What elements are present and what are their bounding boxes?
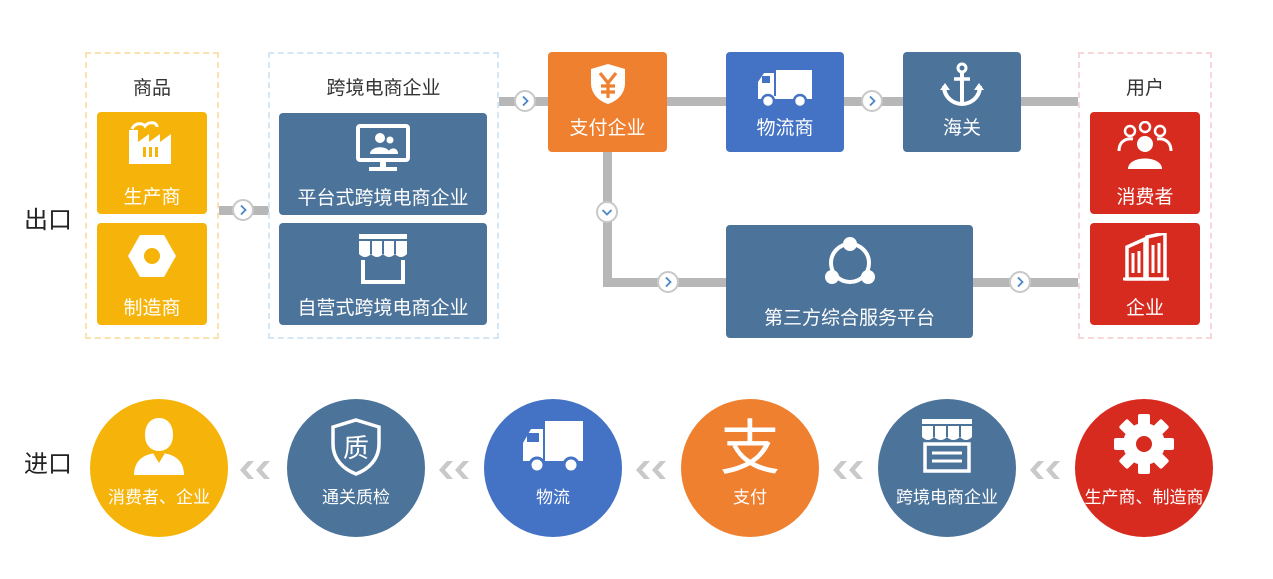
chevron-right-icon <box>869 95 876 107</box>
chevron-down-icon <box>601 209 613 216</box>
gear-icon <box>1114 414 1174 474</box>
import-row-label: 进口 <box>24 450 72 478</box>
logistics-box: 物流商 <box>726 52 844 152</box>
alipay-icon: 支 <box>720 414 780 477</box>
import-step-ecommerce: 跨境电商企业 <box>878 399 1016 537</box>
payment-label: 支付企业 <box>569 117 646 139</box>
import-step-consumer: 消费者、企业 <box>90 399 228 537</box>
import-step-label: 支付 <box>733 488 767 508</box>
ecommerce-group-title: 跨境电商企业 <box>326 77 441 99</box>
arrow-right-badge <box>1009 271 1031 293</box>
connector-customs-users <box>1021 97 1078 106</box>
double-chevron-left-icon <box>439 461 469 479</box>
double-chevron-left-icon <box>636 461 666 479</box>
customs-box: 海关 <box>903 52 1021 152</box>
person-icon <box>134 418 184 475</box>
enterprise-box: 企业 <box>1090 223 1200 325</box>
import-step-logistics: 物流 <box>484 399 622 537</box>
consumer-box: 消费者 <box>1090 112 1200 214</box>
quality-shield-icon: 质 <box>331 418 381 476</box>
network-icon <box>825 237 875 284</box>
users-group <box>1078 52 1212 339</box>
truck-icon <box>758 70 812 108</box>
import-step-label: 生产商、制造商 <box>1084 488 1204 508</box>
import-step-label: 跨境电商企业 <box>896 488 998 508</box>
service-platform-label: 第三方综合服务平台 <box>763 307 935 329</box>
export-row-label: 出口 <box>24 206 72 234</box>
goods-group <box>85 52 219 339</box>
arrow-right-badge <box>861 90 883 112</box>
import-step-label: 物流 <box>536 488 570 508</box>
producer-label: 生产商 <box>123 186 181 208</box>
chevron-right-icon <box>522 95 529 107</box>
self-operated-ecommerce-box: 自营式跨境电商企业 <box>279 223 487 325</box>
platform-ecommerce-label: 平台式跨境电商企业 <box>297 187 469 209</box>
factory-icon <box>129 121 171 164</box>
logistics-label: 物流商 <box>756 117 814 139</box>
double-chevron-left-icon <box>1030 461 1060 479</box>
yen-shield-icon <box>591 64 625 104</box>
arrow-right-badge <box>514 90 536 112</box>
customs-label: 海关 <box>942 117 981 139</box>
import-step-inspection: 质 通关质检 <box>287 399 425 537</box>
truck-icon <box>523 421 583 473</box>
monitor-icon <box>356 124 410 171</box>
svg-text:质: 质 <box>343 434 369 464</box>
building-icon <box>1123 233 1169 281</box>
anchor-icon <box>940 62 984 107</box>
platform-ecommerce-box: 平台式跨境电商企业 <box>279 113 487 215</box>
double-chevron-left-icon <box>240 461 270 479</box>
store-icon <box>359 234 407 284</box>
enterprise-label: 企业 <box>1125 297 1164 319</box>
import-step-label: 消费者、企业 <box>108 488 210 508</box>
producer-box: 生产商 <box>97 112 207 214</box>
nut-icon <box>128 235 176 277</box>
manufacturer-label: 制造商 <box>123 297 181 319</box>
chevron-right-icon <box>1017 276 1024 288</box>
double-chevron-left-icon <box>833 461 863 479</box>
manufacturer-box: 制造商 <box>97 223 207 325</box>
arrow-right-badge <box>657 271 679 293</box>
ecommerce-group <box>268 52 499 339</box>
people-icon <box>1117 121 1173 169</box>
svg-text:支: 支 <box>720 414 780 477</box>
arrow-right-badge <box>232 199 254 221</box>
consumer-label: 消费者 <box>1116 186 1174 208</box>
arrow-down-badge <box>596 201 618 223</box>
payment-box: 支付企业 <box>548 52 667 152</box>
import-step-producer: 生产商、制造商 <box>1075 399 1213 537</box>
self-operated-ecommerce-label: 自营式跨境电商企业 <box>297 297 469 319</box>
import-step-payment: 支 支付 <box>681 399 819 537</box>
connector-payment-logistics <box>667 97 726 106</box>
users-group-title: 用户 <box>1125 77 1164 99</box>
shop-icon <box>922 419 972 473</box>
service-platform-box: 第三方综合服务平台 <box>726 225 973 338</box>
chevron-right-icon <box>665 276 672 288</box>
import-step-label: 通关质检 <box>322 488 390 508</box>
chevron-right-icon <box>240 204 247 216</box>
goods-group-title: 商品 <box>132 77 171 99</box>
